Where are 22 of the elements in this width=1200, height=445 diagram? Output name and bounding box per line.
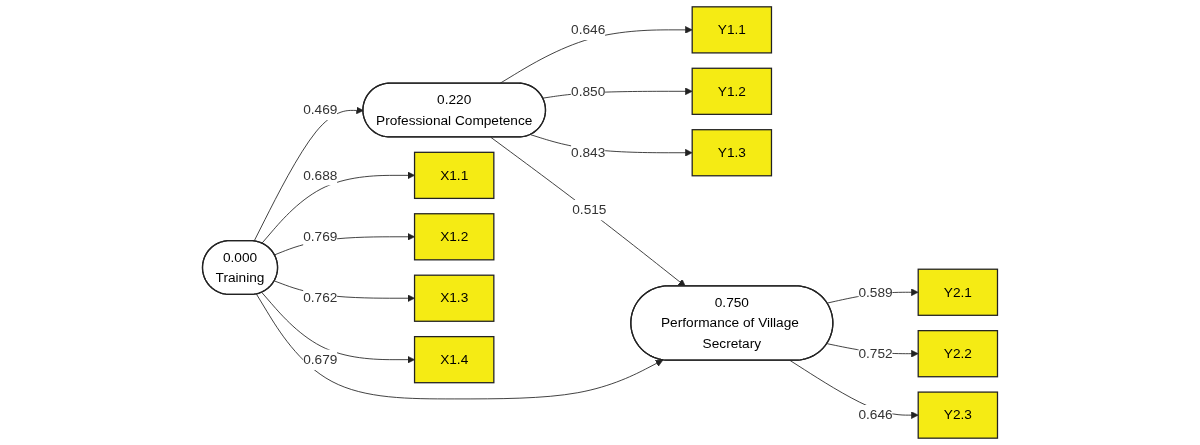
edge-label: 0.850 [571, 83, 606, 99]
edge-label: 0.688 [303, 167, 338, 183]
edge-label: 0.646 [571, 22, 606, 37]
edge-label: 0.646 [858, 407, 893, 422]
node-box: Y1.1 [691, 6, 773, 54]
edge-label: 0.843 [571, 145, 606, 160]
edge-label: 0.515 [572, 202, 607, 218]
node-box: Y1.3 [691, 129, 773, 177]
node-box: X1.1 [413, 151, 495, 200]
edge-label: 0.769 [303, 229, 338, 244]
edge-label: 0.679 [303, 351, 338, 367]
node-box: Y2.3 [917, 391, 999, 439]
edge-label: 0.589 [858, 284, 893, 300]
node-box: Y2.2 [917, 330, 999, 378]
node-box: Y1.2 [691, 67, 773, 115]
edge-label: 0.469 [303, 102, 338, 117]
node-box: Y2.1 [917, 268, 999, 316]
node-box: X1.4 [413, 336, 495, 384]
edge-label: 0.752 [858, 346, 893, 361]
node-box: X1.3 [413, 274, 495, 322]
node-box: X1.2 [413, 213, 495, 261]
edge-label: 0.762 [303, 290, 338, 306]
